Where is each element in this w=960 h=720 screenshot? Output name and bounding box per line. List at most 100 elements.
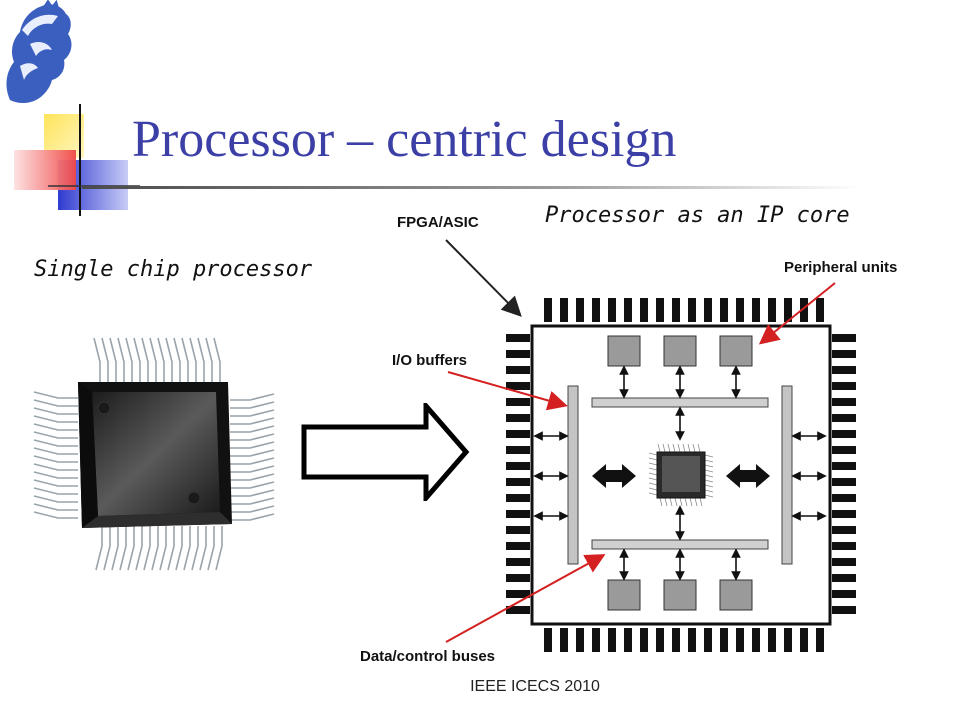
chip-pin (205, 337, 213, 382)
chip-pin (33, 407, 78, 415)
fpga-pin (656, 628, 664, 652)
fpga-pin (506, 478, 530, 486)
chip-pin (149, 337, 157, 382)
fpga-pin (832, 558, 856, 566)
core-pin (704, 454, 714, 458)
fpga-pin (592, 628, 600, 652)
core-pin (648, 487, 658, 491)
chip-pin (213, 337, 221, 382)
ip-core-caption: Processor as an IP core (545, 203, 850, 228)
fpga-pin (768, 628, 776, 652)
fpga-pin (832, 526, 856, 534)
fpga-pin (752, 628, 760, 652)
fpga-pin (506, 510, 530, 518)
chip-pin (175, 526, 183, 571)
fpga-pin (506, 558, 530, 566)
chip-pin (183, 526, 191, 571)
core-pin (648, 467, 658, 471)
core-pin (662, 443, 666, 453)
fpga-pin (832, 446, 856, 454)
fpga-pin (544, 628, 552, 652)
chip-pin (230, 505, 275, 513)
chip-pin (230, 433, 275, 441)
chip-pin (230, 497, 275, 505)
fpga-pin (560, 628, 568, 652)
fpga-pin (640, 298, 648, 322)
fpga-pin (784, 628, 792, 652)
chip-pin (93, 337, 101, 382)
fpga-pin (832, 494, 856, 502)
fpga-pin (544, 298, 552, 322)
fpga-pin (672, 628, 680, 652)
fpga-pin (506, 430, 530, 438)
chip-pin (230, 417, 275, 425)
core-pin (704, 459, 714, 463)
core-pin (704, 489, 714, 493)
fpga-pin (832, 574, 856, 582)
chip-pin (143, 526, 151, 571)
fpga-pin (506, 382, 530, 390)
chip-pin (109, 337, 117, 382)
fpga-pin (832, 334, 856, 342)
chip-pin (165, 337, 173, 382)
core-pin (648, 472, 658, 476)
core-pin (684, 497, 688, 507)
fpga-pin (506, 350, 530, 358)
core-pin (704, 464, 714, 468)
fpga-pin (506, 606, 530, 614)
chip-pin (191, 526, 199, 571)
chip-pin (230, 401, 275, 409)
core-pin (704, 469, 714, 473)
peripheral-unit (719, 579, 753, 611)
chip-pin (230, 425, 275, 433)
chip-pin (33, 431, 78, 439)
chip-pin (125, 337, 133, 382)
chip-pin (127, 526, 135, 571)
chip-pin (119, 526, 127, 571)
fpga-pin (624, 628, 632, 652)
fpga-pin (576, 628, 584, 652)
io-buffers-label: I/O buffers (392, 352, 468, 369)
fpga-pin (832, 430, 856, 438)
core-pin (664, 497, 668, 507)
chip-pin (199, 526, 207, 571)
core-pin (682, 443, 686, 453)
core-pin (648, 482, 658, 486)
core-pin (694, 497, 698, 507)
fpga-pin (832, 606, 856, 614)
fpga-pin (506, 366, 530, 374)
fpga-pin (816, 628, 824, 652)
slide-footer: IEEE ICECS 2010 (470, 678, 600, 695)
core-pin (667, 443, 671, 453)
chip-pin (33, 439, 78, 447)
core-pin (648, 462, 658, 466)
core-pin (699, 497, 703, 507)
fpga-pin (832, 398, 856, 406)
fpga-asic-diagram (506, 298, 856, 652)
fpga-pin (832, 542, 856, 550)
chip-pin (230, 393, 275, 401)
chip-pin (33, 487, 78, 495)
chip-pin (157, 337, 165, 382)
core-pin (669, 497, 673, 507)
chip-pin (101, 337, 109, 382)
chip-pin (33, 399, 78, 407)
fpga-pin (768, 298, 776, 322)
chip-pin (111, 526, 119, 571)
fpga-pin (720, 628, 728, 652)
core-pin (704, 484, 714, 488)
chip-pin (133, 337, 141, 382)
data-bus-bottom (591, 539, 769, 550)
fpga-pin (608, 298, 616, 322)
chip-pin (189, 337, 197, 382)
core-pin (648, 457, 658, 461)
fpga-pin (736, 298, 744, 322)
fpga-pin (592, 298, 600, 322)
peripheral-units-label: Peripheral units (784, 259, 898, 276)
chip-pin (151, 526, 159, 571)
chip-pin (33, 479, 78, 487)
fpga-pin (704, 298, 712, 322)
chip-pin (167, 526, 175, 571)
data-bus-top (591, 397, 769, 408)
fpga-pin (816, 298, 824, 322)
